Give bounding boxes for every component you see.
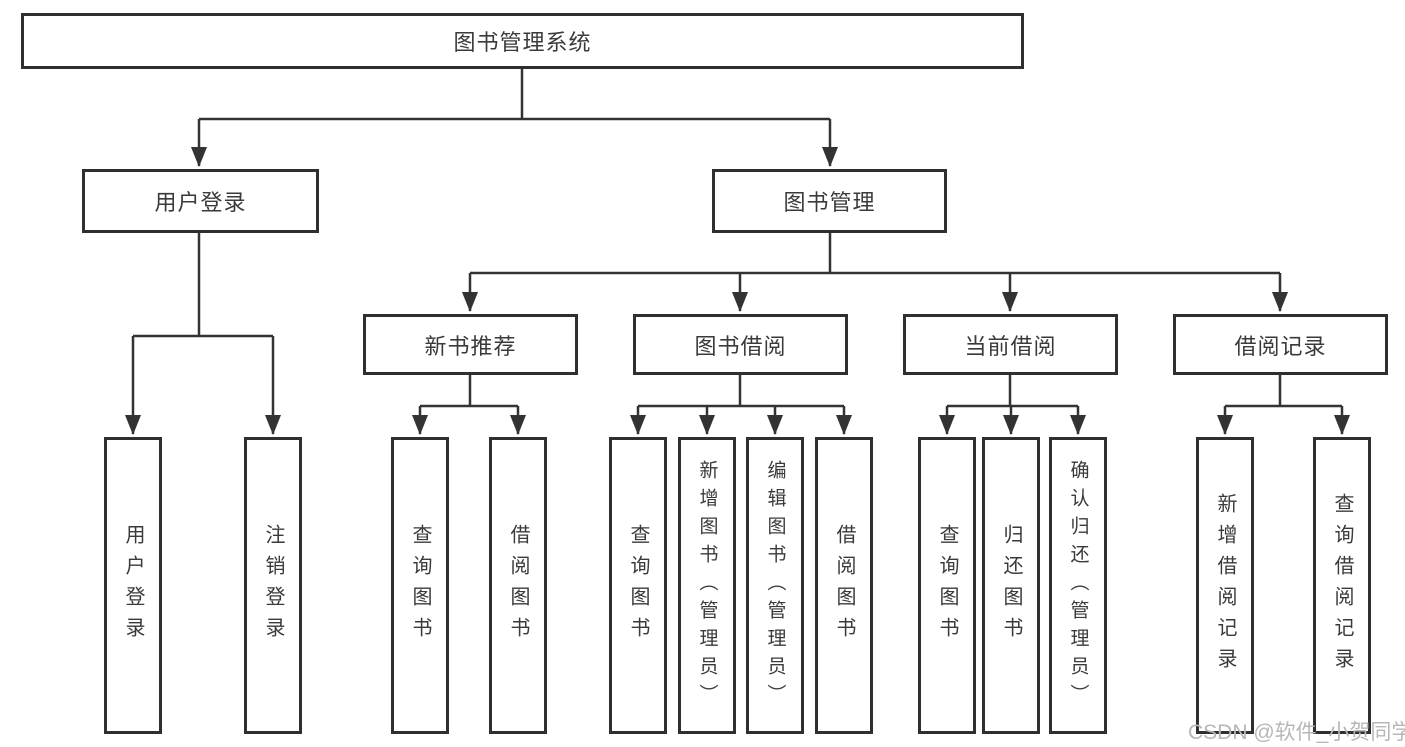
leaf-add-borrow-record-label: 新增借阅记录 — [1214, 492, 1236, 679]
node-user-login: 用户登录 — [82, 169, 319, 233]
leaf-user-login: 用户登录 — [104, 437, 162, 734]
leaf-query-books-recommend-label: 查询图书 — [409, 523, 431, 648]
leaf-return-book: 归还图书 — [982, 437, 1040, 734]
node-borrowing-records-label: 借阅记录 — [1234, 333, 1327, 359]
leaf-user-login-label: 用户登录 — [122, 523, 144, 648]
node-book-borrowing: 图书借阅 — [633, 314, 848, 375]
leaf-borrow-books-recommend: 借阅图书 — [489, 437, 547, 734]
leaf-query-books-current: 查询图书 — [918, 437, 976, 734]
leaf-query-books-current-label: 查询图书 — [936, 523, 958, 648]
leaf-borrow-books-label: 借阅图书 — [833, 523, 855, 648]
node-new-book-recommendation: 新书推荐 — [363, 314, 578, 375]
leaf-query-books-borrow-label: 查询图书 — [627, 523, 649, 648]
leaf-return-book-label: 归还图书 — [1000, 523, 1022, 648]
leaf-query-books-recommend: 查询图书 — [391, 437, 449, 734]
node-library-system: 图书管理系统 — [21, 13, 1024, 69]
leaf-borrow-books-recommend-label: 借阅图书 — [507, 523, 529, 648]
leaf-query-books-borrow: 查询图书 — [609, 437, 667, 734]
node-book-management-label: 图书管理 — [783, 190, 876, 215]
node-book-borrowing-label: 图书借阅 — [694, 333, 787, 359]
node-current-borrowing-label: 当前借阅 — [964, 333, 1057, 359]
leaf-borrow-books: 借阅图书 — [815, 437, 873, 734]
watermark: CSDN @软件_小贺同学 — [1188, 721, 1405, 744]
leaf-confirm-return-admin: 确认归还（管理员） — [1049, 437, 1107, 734]
leaf-edit-book-admin-label: 编辑图书（管理员） — [764, 459, 786, 712]
leaf-logout: 注销登录 — [244, 437, 302, 734]
node-book-management: 图书管理 — [712, 169, 947, 233]
node-new-book-recommendation-label: 新书推荐 — [424, 333, 517, 359]
leaf-query-borrow-record: 查询借阅记录 — [1313, 437, 1371, 734]
leaf-edit-book-admin: 编辑图书（管理员） — [746, 437, 804, 734]
leaf-logout-label: 注销登录 — [262, 523, 284, 648]
leaf-add-book-admin: 新增图书（管理员） — [678, 437, 736, 734]
node-library-system-label: 图书管理系统 — [453, 30, 592, 55]
leaf-confirm-return-admin-label: 确认归还（管理员） — [1067, 459, 1089, 712]
leaf-add-borrow-record: 新增借阅记录 — [1196, 437, 1254, 734]
node-current-borrowing: 当前借阅 — [903, 314, 1118, 375]
leaf-add-book-admin-label: 新增图书（管理员） — [696, 459, 718, 712]
node-user-login-label: 用户登录 — [154, 190, 247, 215]
node-borrowing-records: 借阅记录 — [1173, 314, 1388, 375]
leaf-query-borrow-record-label: 查询借阅记录 — [1331, 492, 1353, 679]
